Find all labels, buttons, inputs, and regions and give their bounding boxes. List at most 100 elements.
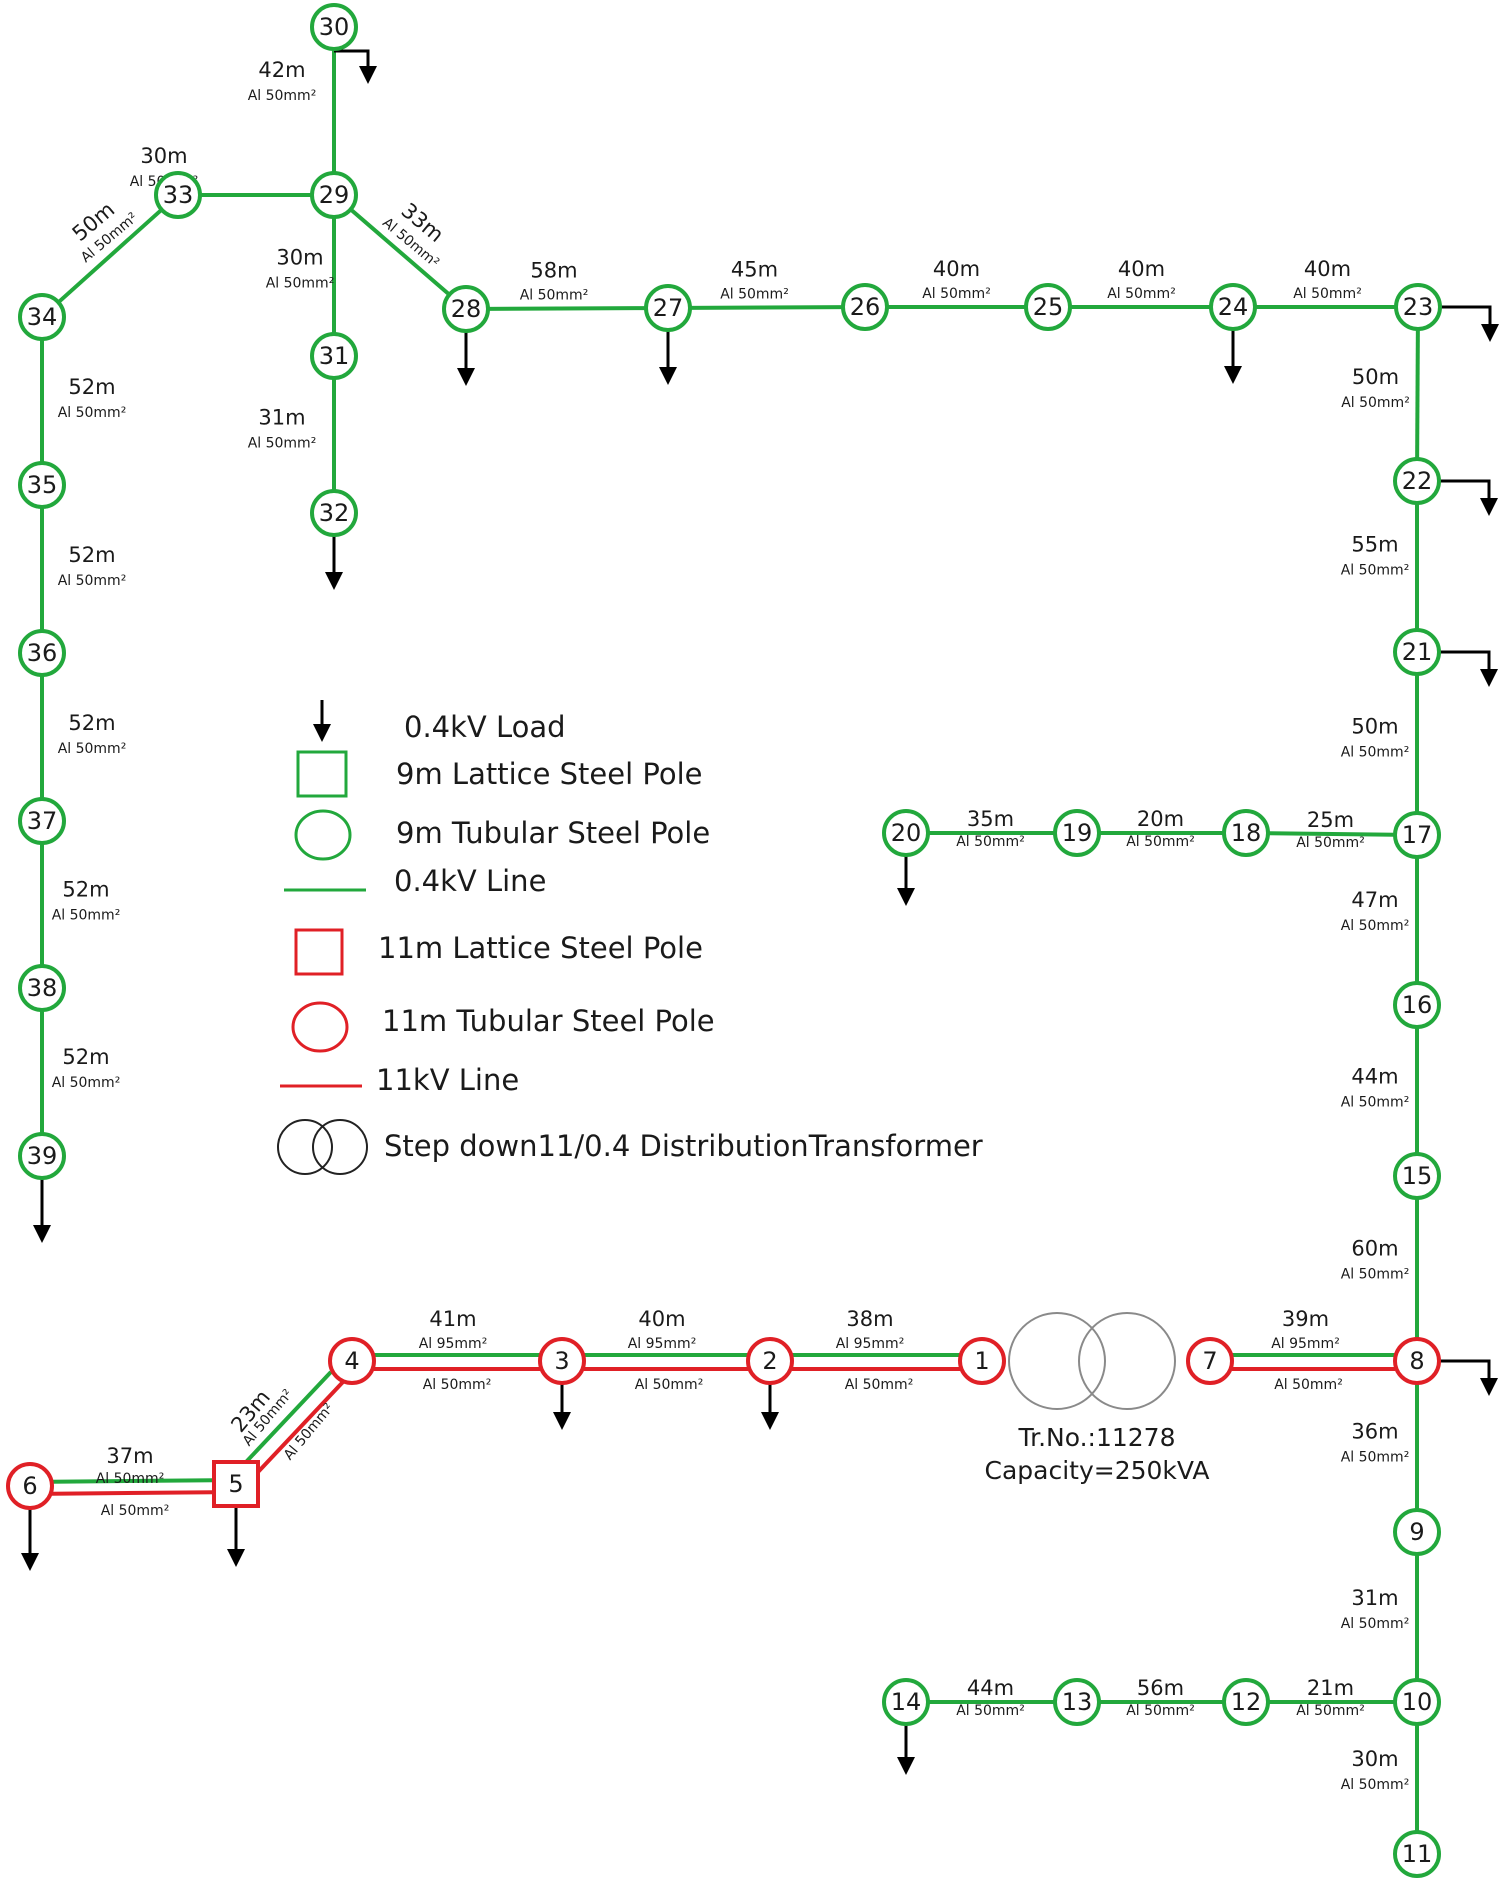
- span-conductor-36-37: Al 50mm²: [58, 741, 127, 757]
- legend-9m-tubular-label: 9m Tubular Steel Pole: [396, 816, 710, 850]
- pole-26: 26: [841, 283, 889, 331]
- span-conductor-16-15: Al 50mm²: [1341, 1095, 1410, 1111]
- pole-16-label: 16: [1402, 991, 1433, 1019]
- lv-line-23-22: [1415, 328, 1420, 460]
- load-arrow-30: [334, 49, 377, 84]
- pole-26-label: 26: [850, 293, 881, 321]
- pole-20-label: 20: [891, 819, 922, 847]
- pole-15-tubular-shape: [1393, 1152, 1441, 1200]
- pole-23-tubular-shape: [1394, 283, 1442, 331]
- pole-3: 3: [538, 1337, 586, 1385]
- pole-32-label: 32: [319, 499, 350, 527]
- hv-span-conductor-3-2: Al 50mm²: [635, 1377, 704, 1393]
- pole-4-tubular-shape: [328, 1337, 376, 1385]
- legend-transformer-label: Step down11/0.4 DistributionTransformer: [384, 1129, 983, 1163]
- span-length-26-25: 40m: [933, 257, 980, 281]
- pole-14: 14: [882, 1678, 930, 1726]
- span-length-18-17: 25m: [1307, 808, 1354, 832]
- span-conductor-8-9: Al 50mm²: [1341, 1450, 1410, 1466]
- span-length-4-3: 41m: [429, 1307, 476, 1331]
- span-length-2-1: 38m: [846, 1307, 893, 1331]
- span-length-15-8: 60m: [1351, 1237, 1398, 1261]
- span-length-8-9: 36m: [1351, 1420, 1398, 1444]
- span-length-6-5: 37m: [106, 1444, 153, 1468]
- pole-29: 29: [310, 171, 358, 219]
- pole-19: 19: [1053, 809, 1101, 857]
- pole-9: 9: [1393, 1508, 1441, 1556]
- hv-line-6-5: [51, 1490, 215, 1496]
- span-length-10-11: 30m: [1351, 1747, 1398, 1771]
- pole-7-tubular-shape: [1186, 1337, 1234, 1385]
- pole-17-tubular-shape: [1393, 811, 1441, 859]
- load-arrow-23: [1440, 305, 1499, 342]
- pole-9-tubular-shape: [1393, 1508, 1441, 1556]
- pole-18-label: 18: [1231, 819, 1262, 847]
- span-length-22-21: 55m: [1351, 533, 1398, 557]
- span-length-24-23: 40m: [1304, 257, 1351, 281]
- pole-34-tubular-shape: [18, 293, 66, 341]
- pole-4-label: 4: [344, 1347, 359, 1375]
- legend-11m-tubular-label: 11m Tubular Steel Pole: [382, 1004, 715, 1038]
- pole-36-label: 36: [27, 639, 58, 667]
- pole-15: 15: [1393, 1152, 1441, 1200]
- span-length-37-38: 52m: [62, 878, 109, 902]
- pole-10-label: 10: [1402, 1688, 1433, 1716]
- pole-10-tubular-shape: [1393, 1678, 1441, 1726]
- pole-35: 35: [18, 461, 66, 509]
- pole-20: 20: [882, 809, 930, 857]
- pole-14-label: 14: [891, 1688, 922, 1716]
- span-conductor-10-11: Al 50mm²: [1341, 1777, 1410, 1793]
- pole-2-label: 2: [762, 1347, 777, 1375]
- span-conductor-38-39: Al 50mm²: [52, 1075, 121, 1091]
- pole-33: 33: [154, 171, 202, 219]
- load-arrow-21: [1439, 650, 1498, 687]
- span-length-7-8: 39m: [1282, 1307, 1329, 1331]
- pole-19-tubular-shape: [1053, 809, 1101, 857]
- span-conductor-34-35: Al 50mm²: [58, 405, 127, 421]
- pole-35-tubular-shape: [18, 461, 66, 509]
- transformer-primary-winding: [1008, 1312, 1106, 1410]
- pole-19-label: 19: [1062, 819, 1093, 847]
- lv-line-28-27: [487, 306, 647, 311]
- pole-5-label: 5: [228, 1470, 243, 1498]
- pole-25: 25: [1024, 283, 1072, 331]
- pole-22: 22: [1393, 457, 1441, 505]
- lv-line-34-33: [57, 208, 163, 304]
- pole-2-tubular-shape: [746, 1337, 794, 1385]
- span-conductor-25-24: Al 50mm²: [1107, 286, 1176, 302]
- pole-8-label: 8: [1409, 1347, 1424, 1375]
- span-conductor-28-27: Al 50mm²: [520, 288, 589, 304]
- hv-line-5-4: [255, 1380, 345, 1475]
- lv-line-5-4: [243, 1370, 333, 1465]
- legend-04kv-line-label: 0.4kV Line: [394, 864, 546, 898]
- span-length-20-19: 35m: [967, 807, 1014, 831]
- span-conductor-14-13: Al 50mm²: [956, 1703, 1025, 1719]
- pole-34: 34: [18, 293, 66, 341]
- span-length-19-18: 20m: [1137, 807, 1184, 831]
- pole-13-label: 13: [1062, 1688, 1093, 1716]
- pole-1-tubular-shape: [958, 1337, 1006, 1385]
- pole-28: 28: [442, 285, 490, 333]
- loads: [21, 49, 1499, 1775]
- legend-9m-lattice-label: 9m Lattice Steel Pole: [396, 757, 702, 791]
- span-length-17-16: 47m: [1351, 888, 1398, 912]
- pole-5-lattice-shape: [212, 1460, 260, 1508]
- span-conductor-12-10: Al 50mm²: [1296, 1703, 1365, 1719]
- span-length-25-24: 40m: [1118, 257, 1165, 281]
- span-conductor-7-8: Al 95mm²: [1271, 1336, 1340, 1352]
- span-length-27-26: 45m: [731, 258, 778, 282]
- pole-39-tubular-shape: [18, 1132, 66, 1180]
- legend-11m-lattice-pole-icon: [294, 928, 344, 976]
- pole-28-label: 28: [451, 295, 482, 323]
- transformer-capacity: Capacity=250kVA: [985, 1456, 1210, 1485]
- pole-16: 16: [1393, 981, 1441, 1029]
- pole-13-tubular-shape: [1053, 1678, 1101, 1726]
- pole-32-tubular-shape: [310, 489, 358, 537]
- pole-11-tubular-shape: [1393, 1830, 1441, 1878]
- legend-11m-lattice-label: 11m Lattice Steel Pole: [378, 931, 703, 965]
- hv-span-conductor-7-8: Al 50mm²: [1274, 1377, 1343, 1393]
- span-length-14-13: 44m: [967, 1676, 1014, 1700]
- pole-20-tubular-shape: [882, 809, 930, 857]
